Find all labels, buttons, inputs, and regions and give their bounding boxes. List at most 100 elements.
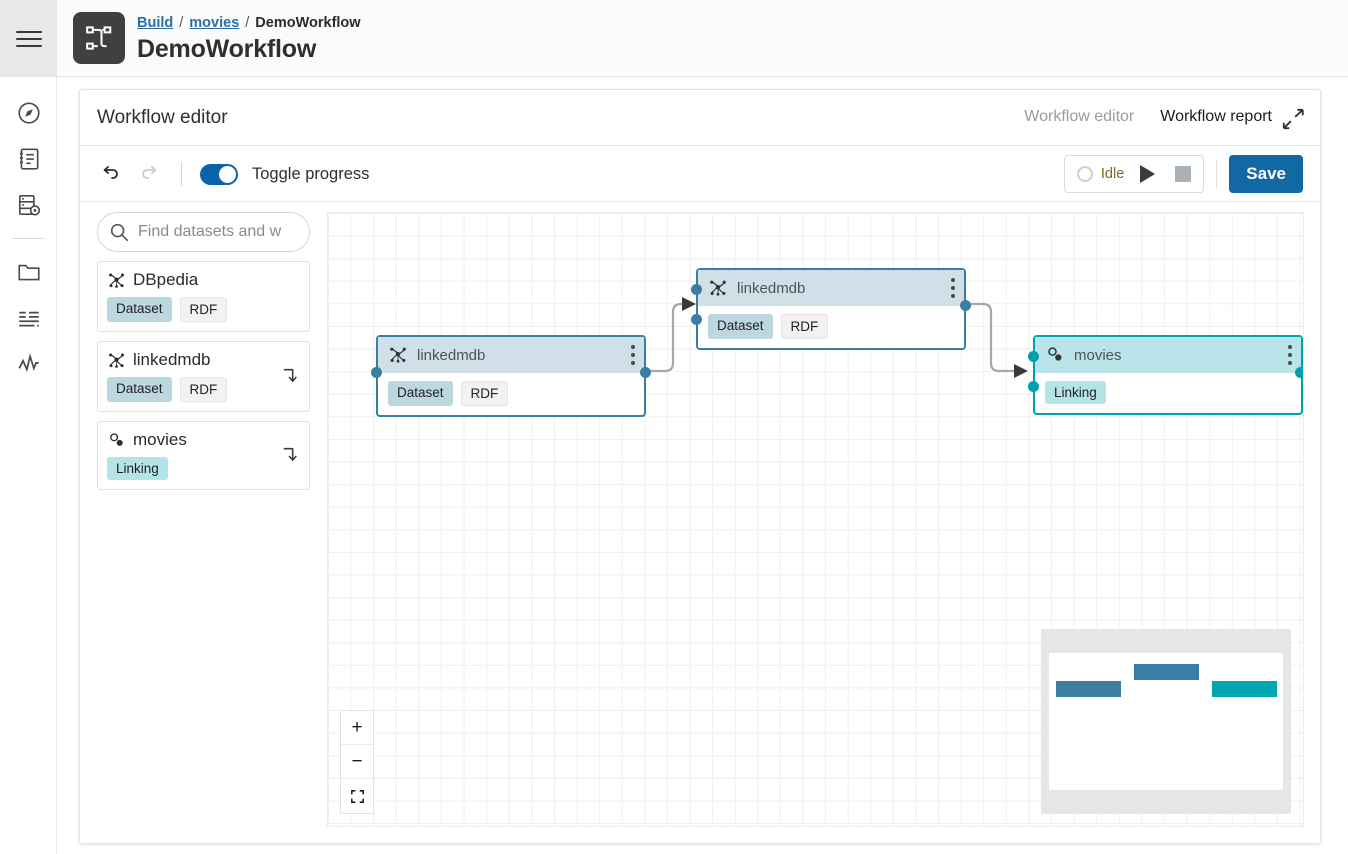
menu-toggle-button[interactable] [0, 0, 57, 77]
breadcrumb-item-movies[interactable]: movies [189, 15, 240, 31]
card-header: Workflow editor Workflow editor Workflow… [80, 90, 1320, 146]
stop-square-icon[interactable] [1175, 166, 1192, 182]
toolbar-divider-right [1216, 160, 1218, 188]
run-status-group: Idle [1063, 155, 1205, 193]
redo-arrow-icon [138, 162, 162, 186]
status-label: Idle [1100, 166, 1125, 182]
node-port-in-header[interactable] [691, 284, 702, 295]
tab-workflow-report[interactable]: Workflow report [1160, 108, 1272, 125]
card-tabs: Workflow editor Workflow report [1024, 108, 1272, 126]
sidebar-item-datasets[interactable] [0, 186, 57, 224]
undo-button[interactable] [97, 162, 123, 186]
database-search-icon [16, 192, 42, 218]
node-title: linkedmdb [417, 346, 486, 364]
workflow-canvas[interactable]: linkedmdb Dataset RDF [327, 212, 1304, 827]
node-menu-button[interactable] [951, 278, 955, 302]
rail-divider [12, 238, 45, 239]
toggle-progress-label: Toggle progress [252, 164, 370, 183]
dataset-graph-icon [107, 351, 126, 370]
node-body: Linking [1035, 373, 1301, 413]
sidebar-item-activities[interactable] [0, 299, 57, 337]
node-port-out[interactable] [1295, 367, 1303, 378]
edge-arrowhead [682, 297, 696, 311]
node-header[interactable]: linkedmdb [698, 270, 964, 306]
edge-connector [648, 302, 690, 373]
node-port-in-body[interactable] [1028, 381, 1039, 392]
node-port-out[interactable] [960, 300, 971, 311]
page-title: DemoWorkflow [137, 35, 317, 63]
node-menu-button[interactable] [631, 345, 635, 369]
expand-fullscreen-button[interactable] [1280, 106, 1306, 132]
workflow-editor-card: Workflow editor Workflow editor Workflow… [79, 89, 1321, 844]
status-badge: Dataset [708, 314, 773, 339]
status-badge: Dataset [388, 381, 453, 406]
minimap-node [1212, 681, 1277, 697]
zoom-out-button[interactable]: − [341, 745, 373, 779]
sidebar-item-projects[interactable] [0, 253, 57, 291]
status-badge: RDF [460, 381, 509, 406]
toolbar-divider [181, 162, 182, 186]
dataset-graph-icon [708, 278, 728, 298]
node-header[interactable]: movies [1035, 337, 1301, 373]
compass-explore-icon [16, 100, 42, 126]
list-item[interactable]: DBpedia Dataset RDF [97, 261, 310, 332]
folder-icon [16, 259, 42, 285]
breadcrumb-separator: / [245, 15, 250, 31]
icon-rail [0, 0, 57, 854]
page-header: Build / movies / DemoWorkflow DemoWorkfl… [57, 0, 1348, 77]
list-item-label: movies [133, 430, 187, 449]
workflow-node[interactable]: linkedmdb Dataset RDF [691, 268, 971, 350]
zoom-in-button[interactable]: + [341, 711, 373, 745]
node-port-in[interactable] [371, 367, 382, 378]
status-badge: Linking [1045, 381, 1106, 404]
status-indicator-icon [1076, 166, 1093, 182]
save-button[interactable]: Save [1229, 155, 1303, 193]
activity-pulse-icon [16, 351, 42, 377]
status-badge: RDF [179, 297, 228, 322]
node-port-in-body[interactable] [691, 314, 702, 325]
list-item[interactable]: linkedmdb Dataset RDF [97, 341, 310, 412]
hamburger-menu-icon [15, 30, 42, 48]
status-badge: Dataset [107, 297, 172, 322]
arrow-down-right-icon[interactable] [278, 445, 300, 467]
node-port-out[interactable] [640, 367, 651, 378]
search-icon [108, 221, 130, 243]
fit-to-screen-button[interactable] [341, 779, 373, 813]
node-header[interactable]: linkedmdb [378, 337, 644, 373]
status-badge: RDF [179, 377, 228, 402]
app-logo [73, 12, 125, 64]
list-settings-icon [16, 305, 42, 331]
play-triangle-icon[interactable] [1140, 165, 1156, 183]
search-input[interactable] [136, 222, 299, 242]
sidebar-item-explore[interactable] [0, 94, 57, 132]
list-item-label: linkedmdb [133, 350, 211, 369]
sidebar-item-monitoring[interactable] [0, 345, 57, 383]
tab-workflow-editor[interactable]: Workflow editor [1024, 108, 1135, 125]
search-box[interactable] [97, 212, 310, 252]
sidebar-item-vocabularies[interactable] [0, 140, 57, 178]
workflow-node[interactable]: movies Linking [1028, 335, 1303, 415]
breadcrumb-separator: / [179, 15, 184, 31]
node-body: Dataset RDF [698, 306, 964, 348]
dataset-graph-icon [388, 345, 408, 365]
minimap-node [1056, 681, 1121, 697]
linking-magnifier-icon [107, 431, 126, 450]
node-port-in-header[interactable] [1028, 351, 1039, 362]
list-item[interactable]: movies Linking [97, 421, 310, 490]
dataset-sidebar: DBpedia Dataset RDF [97, 212, 310, 490]
node-menu-button[interactable] [1288, 345, 1292, 369]
workflow-node[interactable]: linkedmdb Dataset RDF [371, 335, 651, 417]
badge-group: Dataset RDF [107, 297, 300, 322]
switch-knob [219, 165, 236, 183]
arrow-down-right-icon[interactable] [278, 366, 300, 388]
node-title: linkedmdb [737, 279, 806, 297]
edge-arrowhead [1014, 364, 1028, 378]
breadcrumb-item-build[interactable]: Build [137, 15, 174, 31]
status-badge: Linking [107, 457, 168, 480]
toggle-progress-switch[interactable] [200, 163, 238, 185]
redo-button[interactable] [137, 162, 163, 186]
minimap[interactable] [1041, 629, 1291, 814]
card-title: Workflow editor [97, 107, 228, 128]
node-title: movies [1074, 346, 1122, 364]
